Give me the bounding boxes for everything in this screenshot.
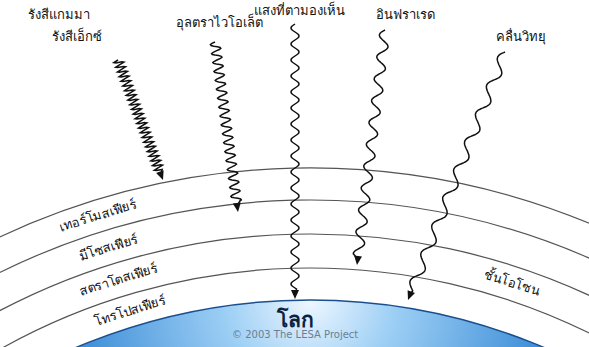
- layer-label: สตราโตสเฟียร์: [75, 259, 161, 301]
- radiation-rays: [114, 24, 505, 300]
- layer-arcs: [0, 168, 589, 347]
- ray-label: รังสีแกมมา: [28, 6, 90, 24]
- wave-ray: [410, 52, 505, 294]
- arrow-head: [156, 170, 164, 180]
- ray-label: อุลตราไวโอเล็ต: [176, 14, 263, 32]
- ray-label: แสงที่ตามองเห็น: [254, 2, 345, 20]
- layer-label: ชั้นโอโซน: [480, 265, 544, 301]
- ray-label: อินฟราเรด: [376, 6, 435, 24]
- wave-ray: [210, 42, 241, 206]
- arrow-head: [354, 256, 362, 265]
- wave-ray: [353, 30, 388, 259]
- earth-disc: [0, 300, 589, 347]
- wave-ray: [114, 60, 163, 174]
- ray-label: คลื่นวิทยุ: [496, 28, 546, 46]
- arrow-head: [291, 290, 299, 299]
- arrow-head: [408, 290, 415, 300]
- arrow-head: [233, 203, 241, 213]
- copyright-note: © 2003 The LESA Project: [232, 328, 358, 342]
- layer-label: เทอร์โมสเฟียร์: [55, 195, 140, 237]
- layer-boundary: [0, 168, 589, 239]
- ray-label: รังสีเอ็กซ์: [52, 28, 102, 46]
- layer-label: มีโซสเฟียร์: [74, 230, 141, 266]
- wave-ray: [291, 24, 299, 293]
